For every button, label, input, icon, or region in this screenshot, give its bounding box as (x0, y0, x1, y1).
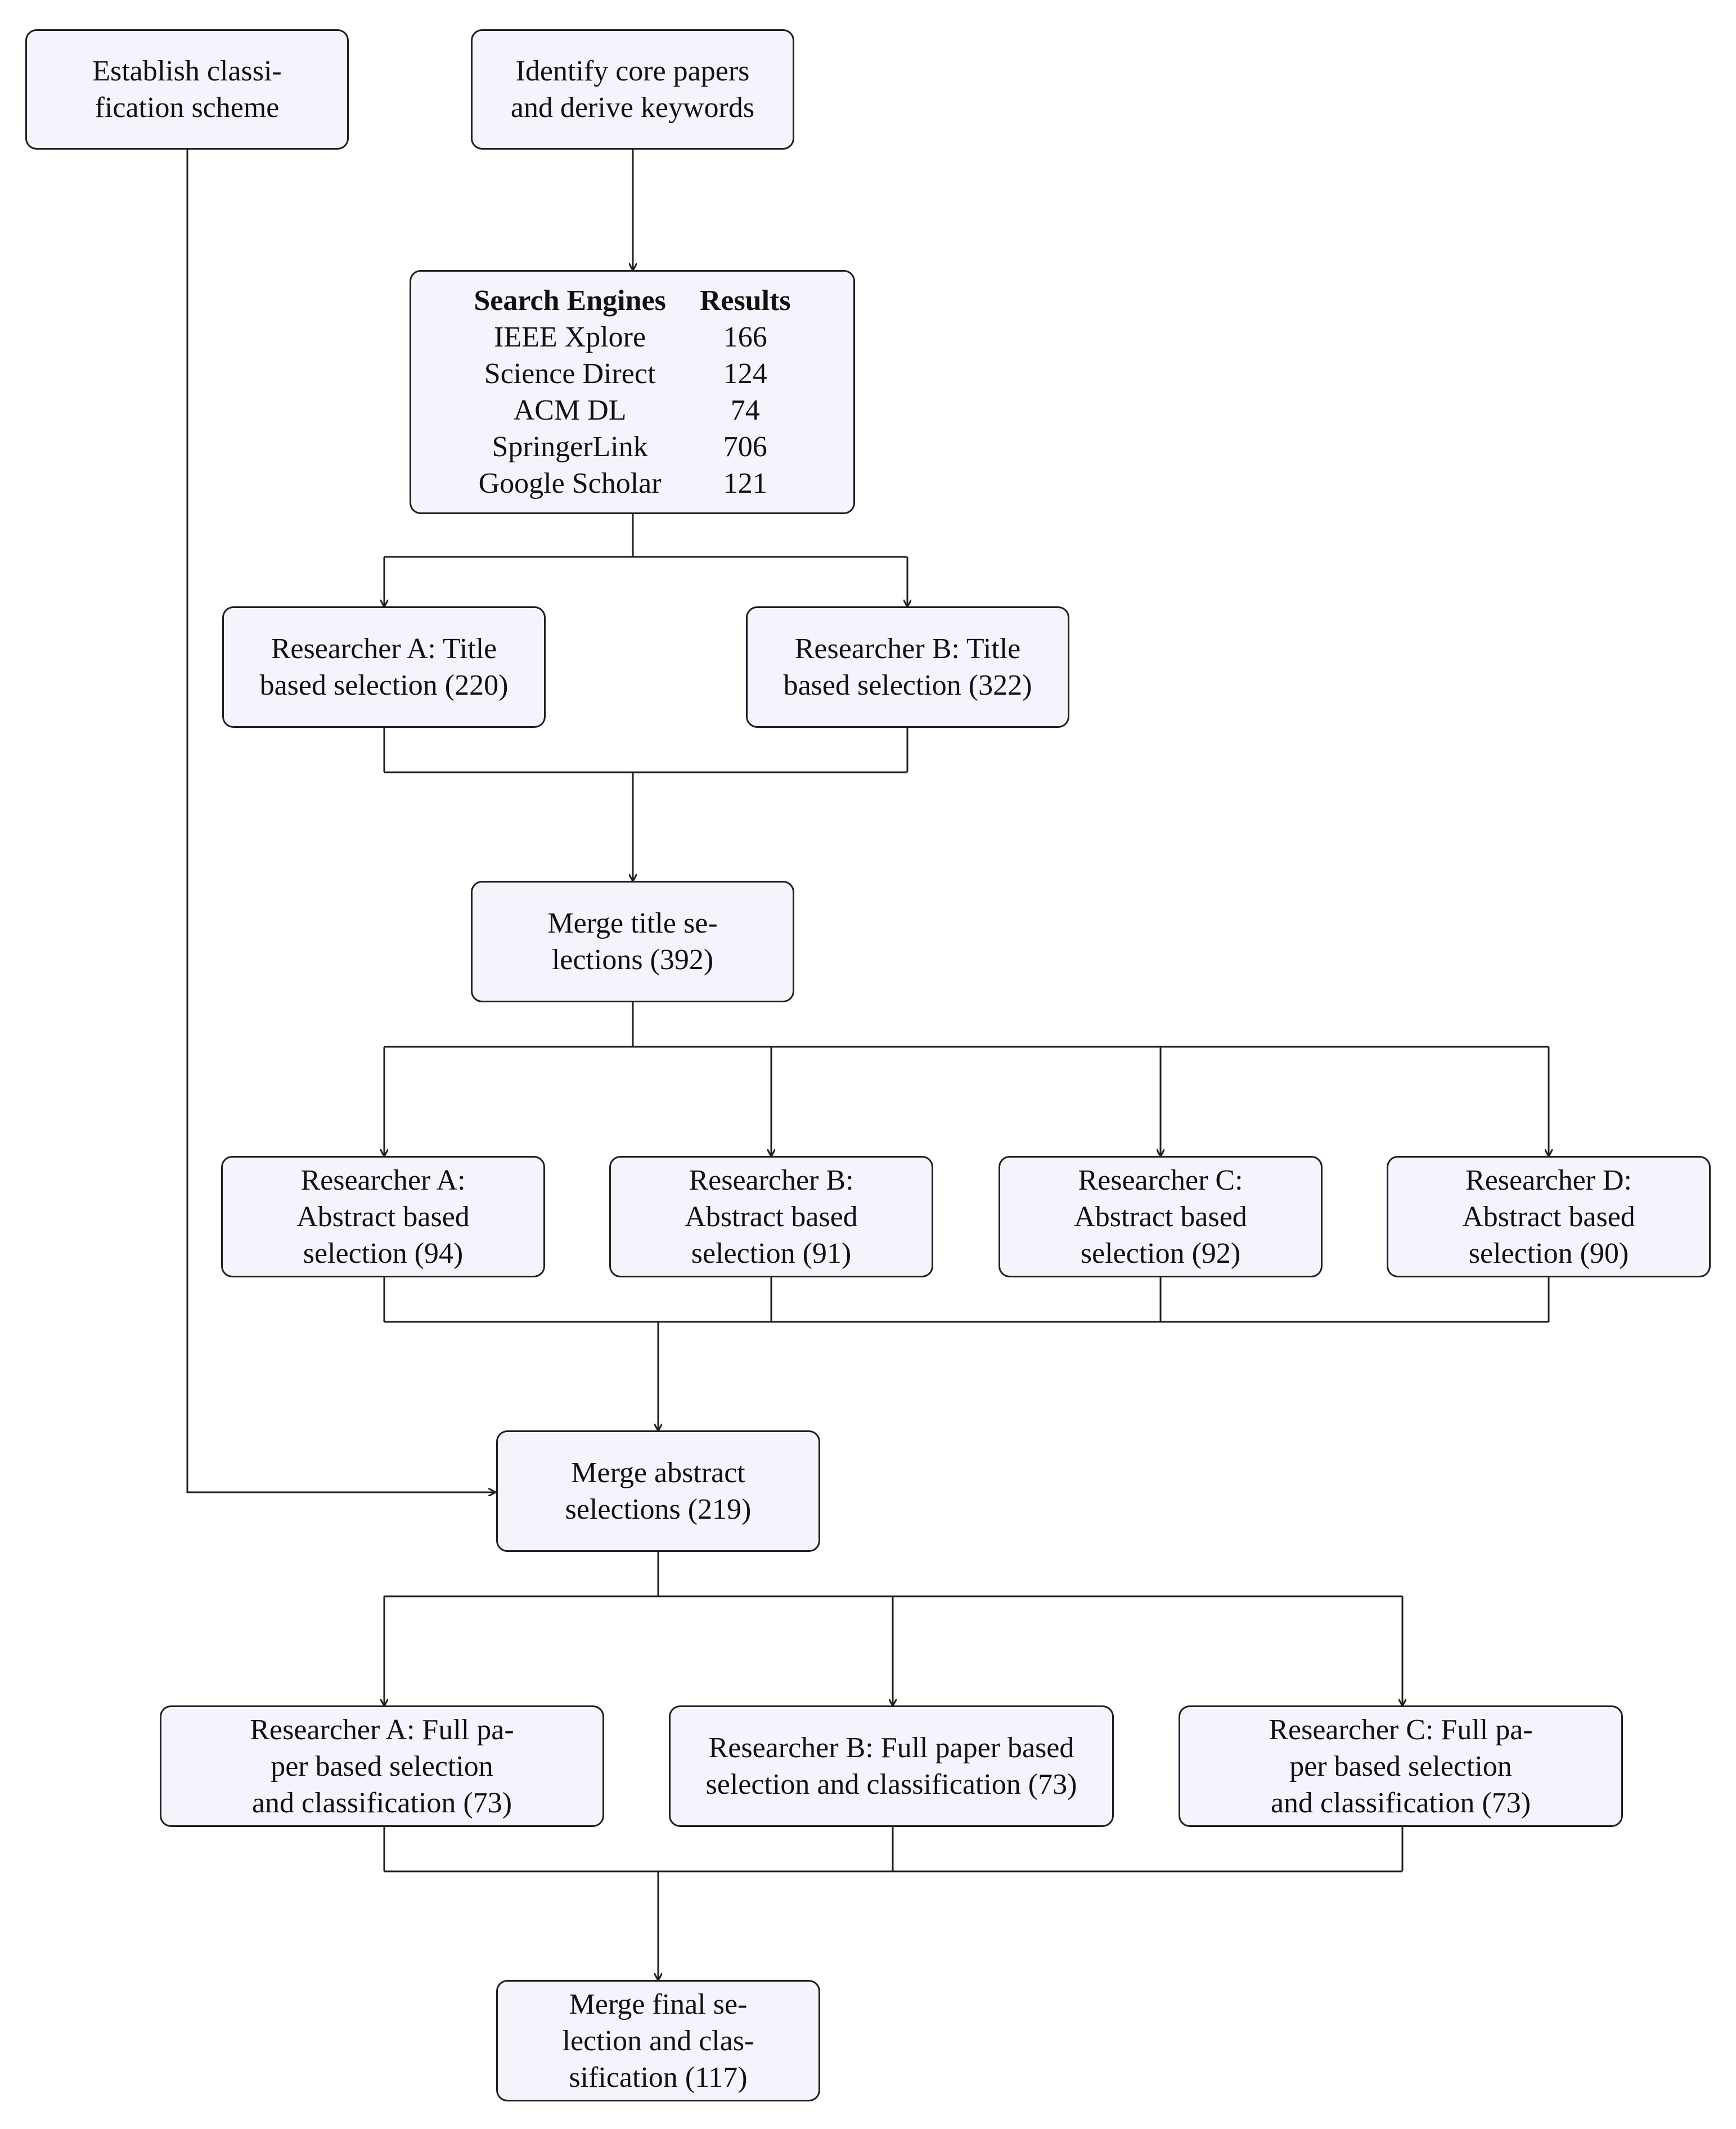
researcher-d-abstract-selection-node: Researcher D: Abstract based selection (… (1387, 1156, 1711, 1277)
node-text-line: Merge title se- (547, 907, 718, 939)
node-text-line: Abstract based (1074, 1200, 1247, 1233)
engine-name: IEEE Xplore (494, 321, 646, 353)
node-text-line: Researcher A: Full pa- (250, 1713, 514, 1746)
node-text-line: selection (94) (303, 1237, 464, 1270)
edge-abstract-join (383, 1277, 1550, 1323)
node-text-line: based selection (322) (783, 669, 1032, 701)
node-text-line: per based selection (1289, 1750, 1512, 1783)
researcher-b-abstract-selection-node: Researcher B: Abstract based selection (… (609, 1156, 933, 1277)
researcher-a-title-selection-node: Researcher A: Title based selection (220… (222, 606, 546, 728)
researcher-b-title-selection-node: Researcher B: Title based selection (322… (746, 606, 1069, 728)
node-text-line: Researcher D: (1465, 1164, 1632, 1196)
node-text-line: selections (219) (565, 1493, 752, 1525)
edge-scheme-to-merge-abstract (186, 150, 495, 1492)
node-text-line: Abstract based (296, 1200, 470, 1233)
node-text-line: Researcher B: Full paper based (708, 1732, 1074, 1764)
table-row: IEEE Xplore 166 (457, 319, 807, 355)
table-row: ACM DL 74 (457, 392, 807, 429)
merge-abstract-selections-node: Merge abstract selections (219) (496, 1430, 820, 1552)
node-text-line: lections (392) (551, 944, 714, 976)
table-row: Google Scholar 121 (457, 465, 807, 502)
node-text-line: Abstract based (1462, 1200, 1635, 1233)
column-header-results: Results (699, 285, 791, 317)
table-row: Science Direct 124 (457, 355, 807, 392)
node-text-line: selection (90) (1468, 1237, 1629, 1270)
identify-core-papers-node: Identify core papers and derive keywords (471, 29, 794, 150)
column-header-search-engines: Search Engines (474, 285, 666, 317)
researcher-b-full-paper-node: Researcher B: Full paper based selection… (669, 1705, 1114, 1827)
table-header-row: Search Engines Results (457, 282, 807, 319)
node-text-line: Identify core papers (515, 55, 750, 87)
researcher-a-full-paper-node: Researcher A: Full pa- per based selecti… (160, 1705, 604, 1827)
edge-merge-abstract-split (384, 1552, 1402, 1597)
node-text-line: selection (92) (1080, 1237, 1241, 1270)
table-row: SpringerLink 706 (457, 429, 807, 465)
engine-result: 121 (723, 467, 767, 499)
node-text-line: Researcher B: Title (794, 633, 1021, 665)
node-text-line: Researcher A: Title (271, 633, 497, 665)
node-text-line: Merge abstract (571, 1457, 745, 1489)
node-text-line: selection and classification (73) (705, 1768, 1077, 1801)
engine-name: SpringerLink (492, 431, 648, 463)
node-text-line: Researcher C: Full pa- (1269, 1713, 1533, 1746)
search-engines-node: Search Engines Results IEEE Xplore 166 S… (410, 270, 855, 514)
engine-result: 166 (723, 321, 767, 353)
engine-name: Science Direct (484, 358, 656, 390)
node-text-line: lection and clas- (562, 2024, 754, 2057)
search-engines-table: Search Engines Results IEEE Xplore 166 S… (457, 282, 807, 502)
node-text-line: fication scheme (95, 92, 280, 124)
node-text-line: Researcher A: (300, 1164, 466, 1196)
node-text-line: sification (117) (569, 2061, 748, 2094)
researcher-a-abstract-selection-node: Researcher A: Abstract based selection (… (221, 1156, 545, 1277)
merge-title-selections-node: Merge title se- lections (392) (471, 881, 794, 1002)
node-text-line: selection (91) (691, 1237, 852, 1270)
engine-result: 74 (730, 394, 760, 426)
node-text-line: Researcher C: (1078, 1164, 1243, 1196)
edge-full-join (383, 1827, 1404, 1873)
edge-search-split (384, 514, 907, 558)
researcher-c-abstract-selection-node: Researcher C: Abstract based selection (… (999, 1156, 1323, 1277)
engine-result: 706 (723, 431, 767, 463)
establish-classification-scheme-node: Establish classi- fication scheme (25, 29, 349, 150)
node-text-line: and classification (73) (251, 1786, 512, 1819)
edge-title-join (383, 728, 909, 773)
merge-final-selection-node: Merge final se- lection and clas- sifica… (496, 1980, 820, 2101)
node-text-line: Researcher B: (689, 1164, 854, 1196)
engine-name: Google Scholar (478, 467, 662, 499)
node-text-line: Abstract based (685, 1200, 858, 1233)
node-text-line: Establish classi- (92, 55, 282, 87)
node-text-line: Merge final se- (569, 1988, 748, 2020)
edge-merge-title-split (384, 1002, 1549, 1048)
engine-name: ACM DL (513, 394, 627, 426)
node-text-line: and classification (73) (1270, 1786, 1531, 1819)
engine-result: 124 (723, 358, 767, 390)
node-text-line: based selection (220) (259, 669, 509, 701)
node-text-line: and derive keywords (510, 92, 755, 124)
researcher-c-full-paper-node: Researcher C: Full pa- per based selecti… (1179, 1705, 1623, 1827)
node-text-line: per based selection (271, 1750, 493, 1783)
